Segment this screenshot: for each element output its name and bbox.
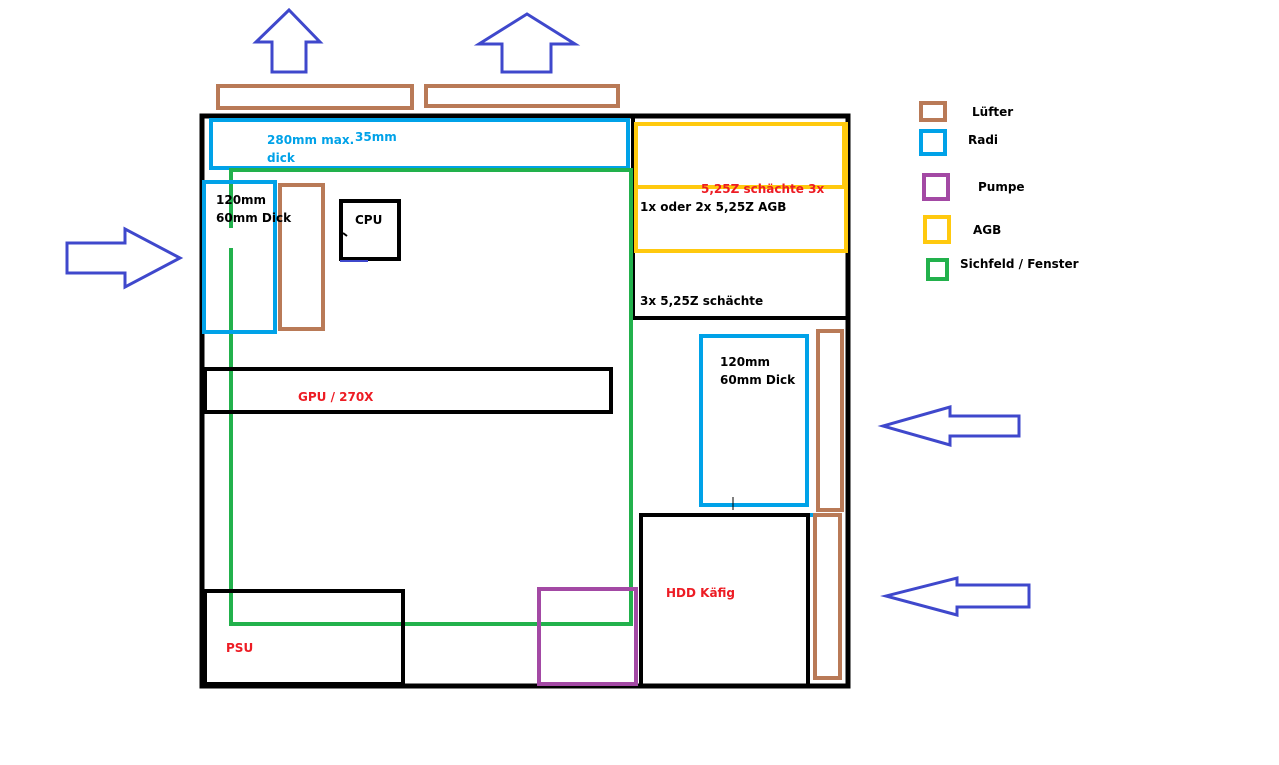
top-fan-right — [424, 84, 620, 108]
front-radiator — [699, 334, 809, 507]
reservoir-top — [634, 122, 846, 189]
rear-radiator-label-1: 120mm — [216, 193, 266, 207]
gpu-label: GPU / 270X — [298, 390, 374, 404]
rear-radiator — [202, 180, 277, 334]
reservoir-bays-label: 1x oder 2x 5,25Z AGB — [640, 200, 786, 214]
reservoir-outline — [634, 122, 848, 253]
legend-reservoir-swatch — [923, 215, 951, 244]
top-radiator-size-label: 280mm max. — [267, 133, 354, 147]
psu-label: PSU — [226, 641, 253, 655]
legend-radiator-swatch — [919, 129, 947, 156]
legend-pump-label: Pumpe — [978, 180, 1025, 194]
front-fan-upper — [816, 329, 844, 512]
cpu-mark — [342, 232, 348, 237]
front-radiator-label-1: 120mm — [720, 355, 770, 369]
front-fan-lower — [813, 513, 842, 680]
window-area — [229, 168, 633, 626]
cpu-label: CPU — [355, 213, 382, 227]
exhaust-arrow-right — [473, 12, 581, 74]
cpu-block — [339, 199, 401, 261]
gpu-card — [203, 367, 613, 414]
case-outline — [199, 113, 851, 689]
legend-fan-label: Lüfter — [972, 105, 1013, 119]
rear-fan — [278, 183, 325, 331]
intake-arrow-right-lower — [880, 576, 1031, 617]
hdd-cage-label: HDD Käfig — [666, 586, 735, 600]
pump-box — [537, 587, 638, 686]
top-radiator-dick-label: dick — [267, 151, 296, 165]
legend-fan-swatch — [919, 101, 947, 122]
exhaust-arrow-left — [252, 7, 324, 74]
top-fan-left — [216, 84, 414, 110]
bays-label: 3x 5,25Z schächte — [640, 294, 763, 308]
front-radiator-label-2: 60mm Dick — [720, 373, 796, 387]
intake-arrow-right-upper — [877, 405, 1021, 447]
legend-radiator-label: Radi — [968, 133, 998, 147]
legend-pump-swatch — [922, 173, 950, 201]
legend-reservoir-label: AGB — [973, 223, 1001, 237]
intake-arrow-left — [65, 226, 184, 290]
hdd-cage — [639, 513, 810, 688]
rear-radiator-label-2: 60mm Dick — [216, 211, 292, 225]
psu-box — [203, 589, 405, 686]
top-radiator-thickness-label: 35mm — [355, 130, 397, 144]
bays-overlap-label: 5,25Z schächte 3x — [701, 182, 824, 196]
legend-window-label: Sichfeld / Fenster — [960, 257, 1079, 271]
legend: Lüfter Radi Pumpe AGB Sichfeld / Fenster — [919, 101, 1079, 281]
legend-window-swatch — [926, 258, 949, 281]
